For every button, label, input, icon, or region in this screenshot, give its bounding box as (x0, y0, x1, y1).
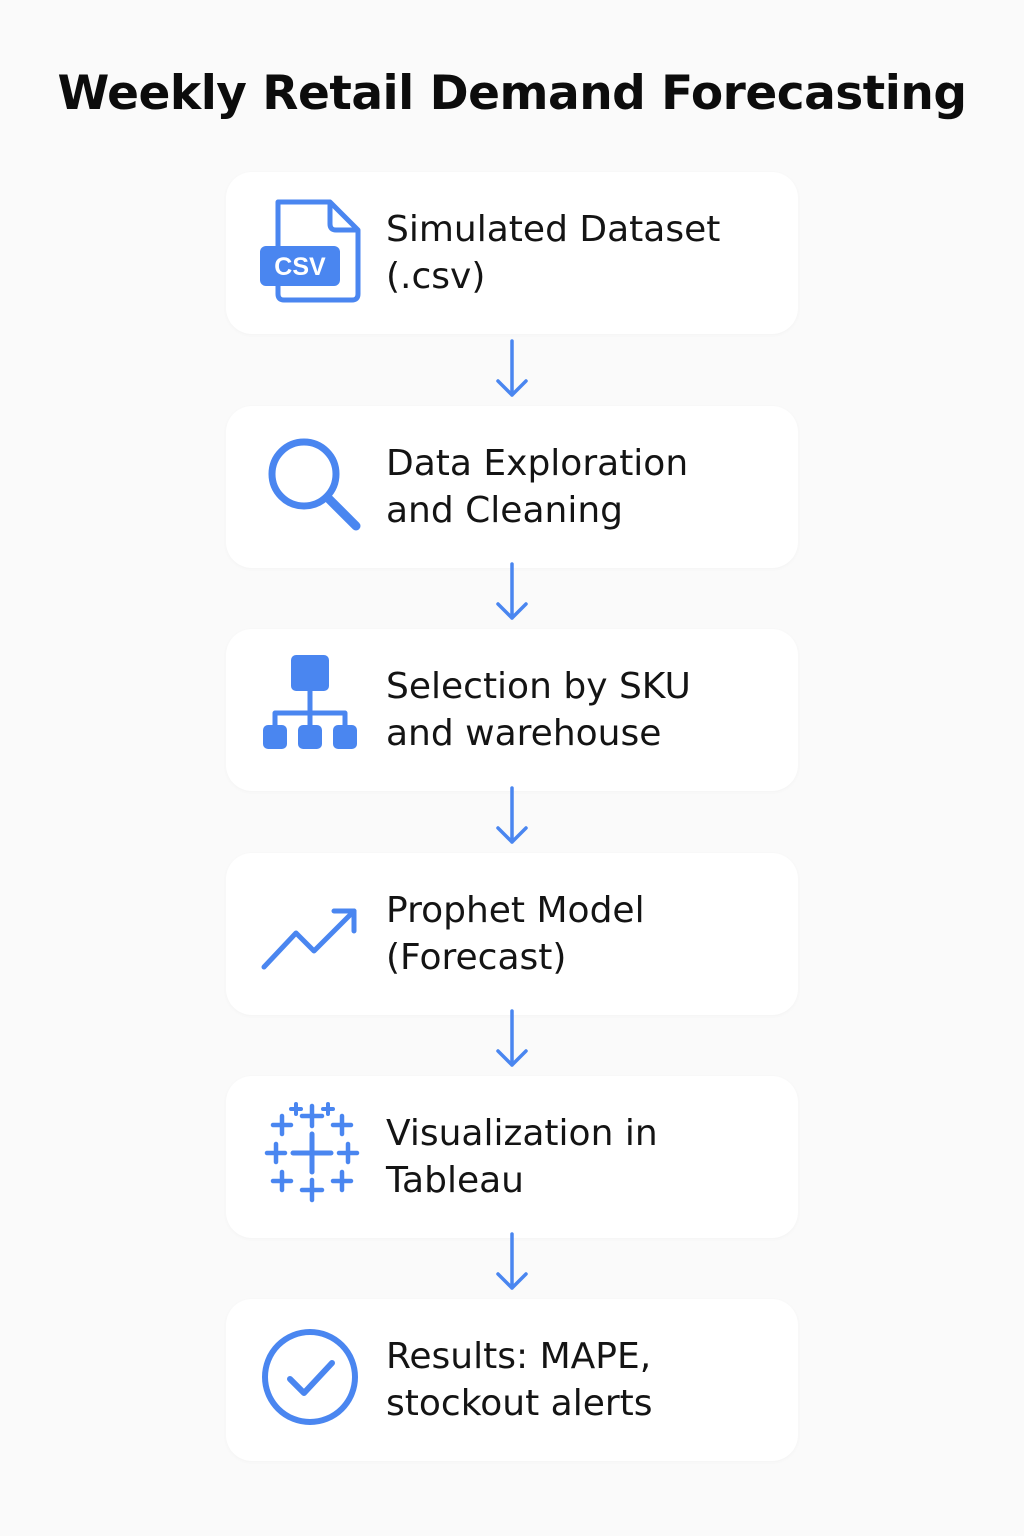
check-circle-icon (256, 1323, 368, 1435)
step-selection-sku: Selection by SKU and warehouse (226, 629, 798, 791)
down-arrow-icon (494, 1009, 530, 1069)
step-label-line1: Results: MAPE, (386, 1336, 652, 1377)
csv-file-icon: CSV (256, 196, 368, 308)
step-label: Simulated Dataset (.csv) (386, 172, 786, 334)
down-arrow-icon (494, 1232, 530, 1292)
step-label-line2: (.csv) (386, 256, 486, 297)
step-label-line2: stockout alerts (386, 1383, 653, 1424)
down-arrow-icon (494, 786, 530, 846)
step-label: Results: MAPE, stockout alerts (386, 1299, 786, 1461)
down-arrow-icon (494, 562, 530, 622)
step-visualization-tableau: Visualization in Tableau (226, 1076, 798, 1238)
step-label-line1: Prophet Model (386, 890, 645, 931)
step-simulated-dataset: CSV Simulated Dataset (.csv) (226, 172, 798, 334)
magnifier-icon (256, 430, 368, 542)
step-label: Selection by SKU and warehouse (386, 629, 786, 791)
step-label: Data Exploration and Cleaning (386, 406, 786, 568)
down-arrow-icon (494, 339, 530, 399)
step-label-line2: (Forecast) (386, 937, 567, 978)
step-label-line2: and Cleaning (386, 490, 624, 531)
step-data-exploration: Data Exploration and Cleaning (226, 406, 798, 568)
csv-icon-text: CSV (274, 253, 326, 281)
diagram-title: Weekly Retail Demand Forecasting (57, 66, 967, 121)
step-label-line1: Visualization in (386, 1113, 658, 1154)
hierarchy-icon (256, 653, 368, 765)
step-label: Prophet Model (Forecast) (386, 853, 786, 1015)
tableau-icon (256, 1100, 368, 1212)
trend-up-icon (256, 877, 368, 989)
step-label-line2: Tableau (386, 1160, 524, 1201)
step-label: Visualization in Tableau (386, 1076, 786, 1238)
step-prophet-model: Prophet Model (Forecast) (226, 853, 798, 1015)
step-label-line1: Data Exploration (386, 443, 689, 484)
step-label-line1: Simulated Dataset (386, 209, 721, 250)
step-label-line1: Selection by SKU (386, 666, 691, 707)
step-label-line2: and warehouse (386, 713, 662, 754)
step-results: Results: MAPE, stockout alerts (226, 1299, 798, 1461)
